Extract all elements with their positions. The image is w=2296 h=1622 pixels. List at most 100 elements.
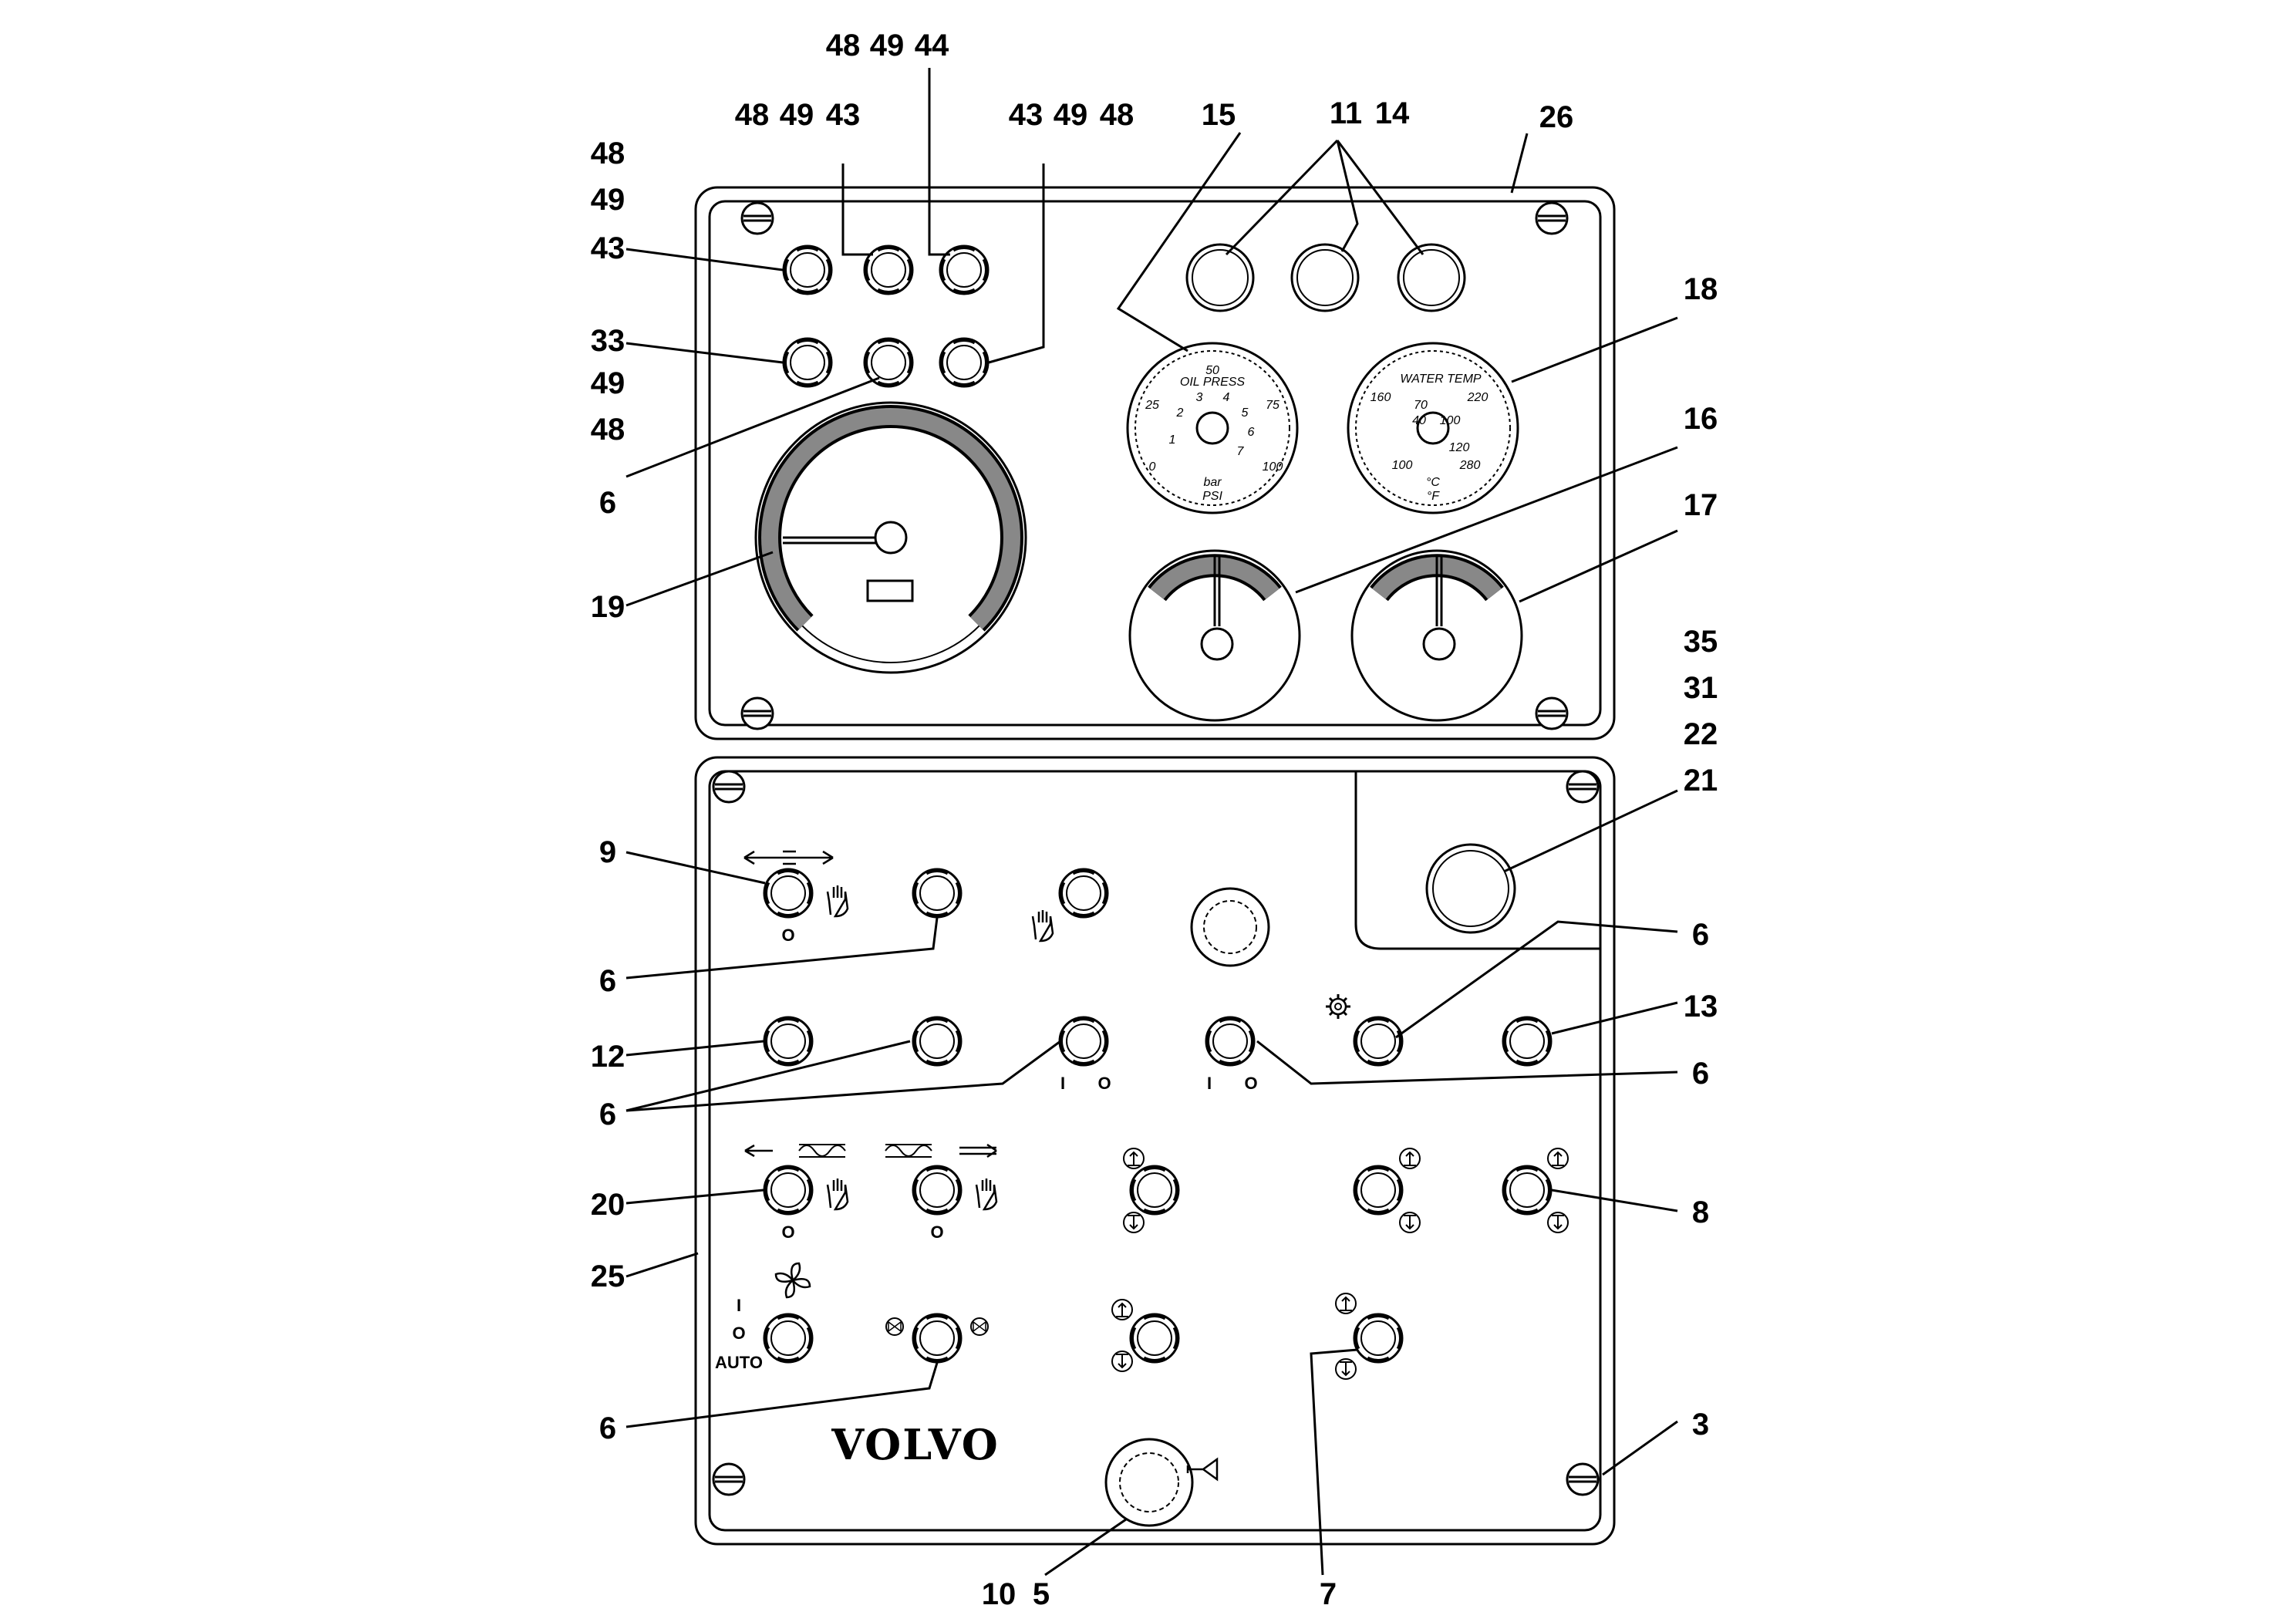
oil-gauge-inner-2: 2 [1176, 406, 1184, 420]
callout-15: 15 [1202, 98, 1236, 132]
raise-icon [1547, 1148, 1569, 1169]
on-label-i: I [1207, 1074, 1212, 1093]
callout-11: 11 [1330, 96, 1362, 130]
lower-icon [1123, 1212, 1145, 1233]
switch-43-middle[interactable] [865, 246, 912, 294]
callout-6: 6 [599, 1411, 616, 1445]
upper-panel [694, 186, 1616, 740]
switch-updown-row3b[interactable] [1354, 1166, 1402, 1214]
oil-gauge-scale-75: 75 [1266, 399, 1279, 412]
callout-26: 26 [1539, 100, 1574, 134]
callout-20: 20 [591, 1188, 625, 1222]
lower-icon [1399, 1212, 1421, 1233]
switch-44[interactable] [940, 246, 988, 294]
callout-16: 16 [1684, 402, 1718, 436]
lower-panel [694, 756, 1616, 1546]
switch-12[interactable] [764, 1017, 812, 1065]
switch-fan[interactable] [764, 1314, 812, 1362]
hand-icon [975, 1177, 998, 1211]
switch-6-row2b[interactable] [1060, 1017, 1108, 1065]
left-arrow-icon [744, 1144, 773, 1158]
water-gauge-unit-c: °C [1426, 476, 1440, 489]
hand-icon [826, 884, 849, 918]
switch-updown-row4a[interactable] [1131, 1314, 1178, 1362]
callout-49: 49 [870, 29, 905, 62]
switch-43-right[interactable] [940, 339, 988, 386]
callout-43: 43 [591, 231, 625, 265]
switch-6-upper[interactable] [865, 339, 912, 386]
callout-49: 49 [780, 98, 814, 132]
switch-8[interactable] [1503, 1166, 1551, 1214]
switch-9[interactable] [764, 869, 812, 917]
lower-row-1: O [743, 843, 1516, 967]
oil-pressure-gauge: OIL PRESS 0 25 50 75 100 1 2 3 4 5 6 7 b… [1126, 342, 1299, 514]
oil-gauge-scale-25: 25 [1145, 399, 1159, 412]
switch-33[interactable] [784, 339, 831, 386]
wave-icon [885, 1144, 932, 1158]
callout-48: 48 [591, 137, 625, 170]
water-temperature-gauge: WATER TEMP 100 160 220 280 40 70 100 120… [1347, 342, 1519, 514]
lower-icon [1547, 1212, 1569, 1233]
oil-gauge-scale-0: 0 [1149, 460, 1156, 474]
callout-14: 14 [1375, 96, 1410, 130]
switch-13[interactable] [1503, 1017, 1551, 1065]
callout-6: 6 [1692, 1057, 1709, 1091]
lamp-21 [1425, 843, 1516, 934]
fan-off-label-o: O [732, 1324, 745, 1343]
oil-gauge-inner-1: 1 [1169, 433, 1176, 447]
switch-6-row1[interactable] [913, 869, 961, 917]
oil-gauge-inner-4: 4 [1223, 391, 1230, 404]
water-gauge-title: WATER TEMP [1400, 373, 1482, 386]
callout-48: 48 [1100, 98, 1135, 132]
water-gauge-scale-280: 280 [1459, 459, 1481, 472]
switch-20-right[interactable] [913, 1166, 961, 1214]
callout-7: 7 [1320, 1577, 1337, 1611]
upper-switch-grid [784, 246, 988, 386]
switch-6-row4[interactable] [913, 1314, 961, 1362]
water-gauge-scale-100: 100 [1392, 459, 1413, 472]
gauge-17 [1350, 549, 1523, 722]
callout-labels: 48 49 44 48 49 43 43 49 48 15 11 14 26 4… [591, 29, 1718, 1611]
tachometer-gauge [754, 401, 1027, 674]
callout-48: 48 [735, 98, 770, 132]
oil-gauge-scale-100: 100 [1263, 460, 1283, 474]
callout-21: 21 [1684, 764, 1718, 798]
switch-hand-row1[interactable] [1060, 869, 1108, 917]
push-button-row1[interactable] [1190, 887, 1270, 967]
indicator-label-o: O [781, 1222, 794, 1242]
lower-row-3: O O [744, 1143, 1569, 1242]
callout-35: 35 [1684, 625, 1718, 659]
warning-lamps [1185, 243, 1466, 312]
callout-6: 6 [599, 1098, 616, 1131]
switch-6-row2a[interactable] [913, 1017, 961, 1065]
horn-button[interactable] [1104, 1438, 1194, 1527]
callout-25: 25 [591, 1259, 625, 1293]
callout-48: 48 [826, 29, 861, 62]
switch-7[interactable] [1354, 1314, 1402, 1362]
switch-updown-row3a[interactable] [1131, 1166, 1178, 1214]
switch-6-row2c[interactable] [1206, 1017, 1254, 1065]
callout-13: 13 [1684, 990, 1718, 1023]
callout-6: 6 [599, 486, 616, 520]
gear-icon [1326, 994, 1350, 1019]
callout-49: 49 [1054, 98, 1088, 132]
switch-43-left[interactable] [784, 246, 831, 294]
callout-49: 49 [591, 366, 625, 400]
switch-6-row2d[interactable] [1354, 1017, 1402, 1065]
fan-auto-label: AUTO [715, 1353, 763, 1372]
callout-19: 19 [591, 590, 625, 624]
switch-20[interactable] [764, 1166, 812, 1214]
callout-22: 22 [1684, 717, 1718, 751]
callout-49: 49 [591, 183, 625, 217]
volvo-logo: VOLVO [831, 1420, 1000, 1469]
callout-8: 8 [1692, 1195, 1709, 1229]
callout-31: 31 [1684, 671, 1718, 705]
callout-5: 5 [1033, 1577, 1050, 1611]
lower-row-4: I O AUTO [715, 1262, 1402, 1380]
raise-icon [1335, 1293, 1357, 1314]
raise-icon [1123, 1148, 1145, 1169]
fan-icon [774, 1262, 811, 1299]
oil-gauge-unit-bar: bar [1203, 476, 1222, 489]
on-label-i: I [1060, 1074, 1065, 1093]
callout-44: 44 [915, 29, 949, 62]
